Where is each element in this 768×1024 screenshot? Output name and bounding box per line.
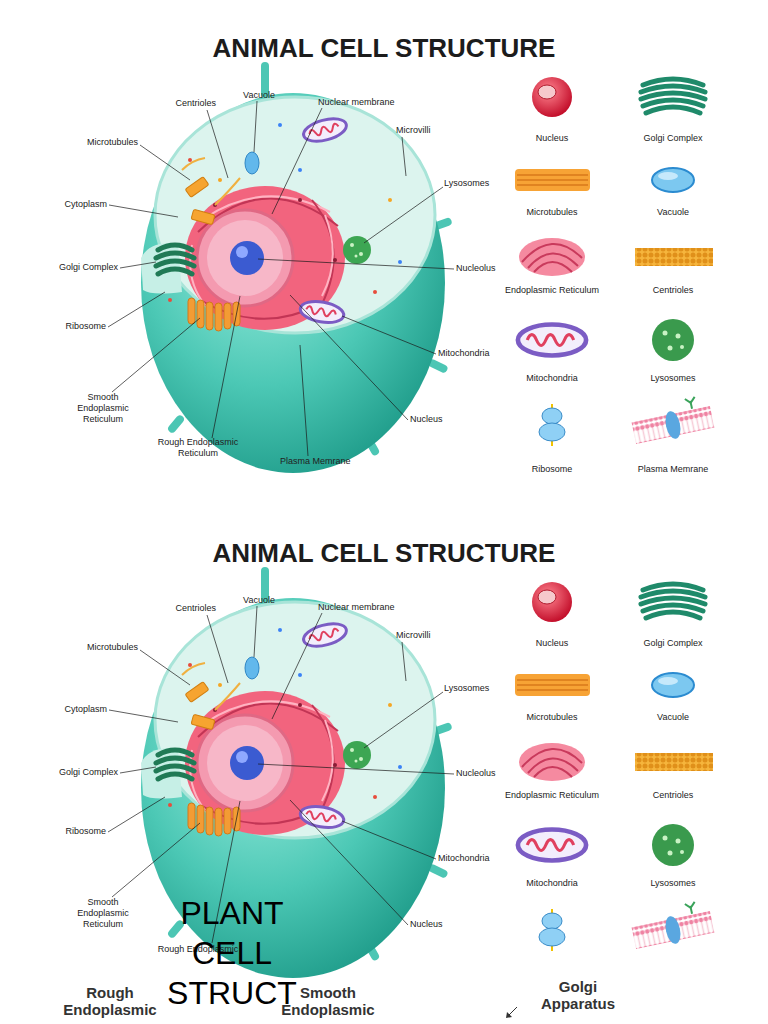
callout-label: Golgi Complex <box>38 767 118 778</box>
callout-label: Rough Endoplasmic Reticulum <box>148 437 248 459</box>
organelle-name: Lysosomes <box>608 373 738 384</box>
callout-label: Nucleus <box>410 414 460 425</box>
callout-label: Smooth Endoplasmic Reticulum <box>68 897 138 930</box>
diagram-title: ANIMAL CELL STRUCTURE <box>184 33 584 63</box>
organelle-name: Centrioles <box>608 790 738 801</box>
organelle-name: Microtubules <box>487 712 617 723</box>
callout-label: Vacuole <box>229 90 289 101</box>
organelle-name: Centrioles <box>608 285 738 296</box>
callout-label: Nucleus <box>410 919 460 930</box>
organelle-name: Vacuole <box>608 207 738 218</box>
organelle-name: Golgi Apparatus <box>523 978 633 1012</box>
organelle-name: Vacuole <box>608 712 738 723</box>
callout-label: Smooth Endoplasmic Reticulum <box>68 392 138 425</box>
callout-label: Plasma Memrane <box>280 456 370 467</box>
callout-label: Golgi Complex <box>38 262 118 273</box>
organelle-name: Mitochondria <box>487 878 617 889</box>
organelle-name: Golgi Complex <box>608 133 738 144</box>
organelle-name: Smooth Endoplasmic <box>268 984 388 1018</box>
leader-line <box>300 345 308 456</box>
section-title: ANIMAL CELL STRUCTURE <box>184 538 584 568</box>
cell-panel <box>108 62 715 473</box>
callout-label: Ribosome <box>36 321 106 332</box>
callout-label: Microvilli <box>396 125 456 136</box>
callout-label: Nucleolus <box>456 768 516 779</box>
overlay-band <box>0 980 768 1024</box>
callout-label: Nuclear membrane <box>318 97 408 108</box>
callout-label: Lysosomes <box>444 178 504 189</box>
callout-label: Microtubules <box>58 642 138 653</box>
callout-label: Nuclear membrane <box>318 602 408 613</box>
organelle-name: Endoplasmic Reticulum <box>487 285 617 296</box>
callout-label: Microtubules <box>58 137 138 148</box>
organelle-name: Ribosome <box>487 464 617 475</box>
callout-label: Lysosomes <box>444 683 504 694</box>
organelle-name: Nucleus <box>487 638 617 649</box>
organelle-name: Golgi Complex <box>608 638 738 649</box>
callout-label: Cytoplasm <box>37 199 107 210</box>
organelle-name: Endoplasmic Reticulum <box>487 790 617 801</box>
callout-label: Nucleolus <box>456 263 516 274</box>
callout-label: Ribosome <box>36 826 106 837</box>
pointer-arrow <box>506 1007 517 1018</box>
organelle-name: Mitochondria <box>487 373 617 384</box>
overlay-heading: PLANT CELL STRUCT <box>157 893 307 1013</box>
callout-label: Centrioles <box>150 98 216 109</box>
callout-label: Mitochondria <box>438 853 508 864</box>
callout-label: Cytoplasm <box>37 704 107 715</box>
organelle-name: Microtubules <box>487 207 617 218</box>
organelle-name: Nucleus <box>487 133 617 144</box>
callout-label: Centrioles <box>150 603 216 614</box>
callout-label: Mitochondria <box>438 348 508 359</box>
organelle-name: Plasma Memrane <box>608 464 738 475</box>
callout-label: Microvilli <box>396 630 456 641</box>
organelle-name: Rough Endoplasmic <box>50 984 170 1018</box>
callout-label: Vacuole <box>229 595 289 606</box>
organelle-name: Lysosomes <box>608 878 738 889</box>
